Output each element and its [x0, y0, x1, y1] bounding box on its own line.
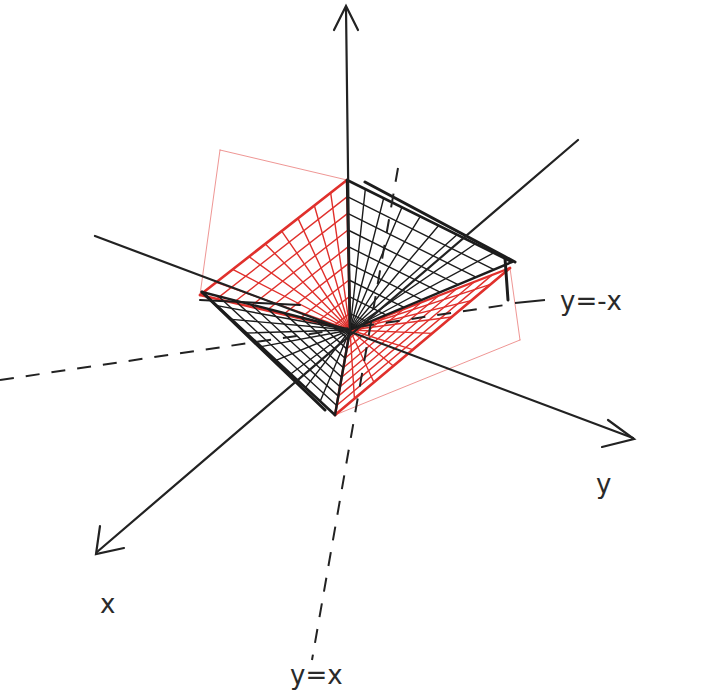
hatch-line	[220, 150, 347, 180]
hatch-line	[349, 280, 404, 307]
hatch-line	[347, 180, 512, 262]
hatch-line	[350, 235, 457, 330]
hatch-line	[291, 330, 350, 374]
axis-label: x	[100, 590, 115, 619]
axis-label: y=-x	[560, 287, 622, 316]
hatch-line	[505, 258, 508, 300]
axis-label: y=x	[290, 661, 343, 690]
hatch-line	[350, 253, 494, 330]
dashed-line	[312, 168, 398, 660]
z-axis	[346, 8, 350, 330]
hatch-line	[200, 150, 220, 295]
hatch-line	[350, 262, 512, 330]
surface-hatching	[200, 150, 520, 415]
hatch-line	[202, 292, 335, 415]
hatch-line	[200, 300, 300, 305]
hatch-line	[250, 230, 348, 307]
hatch-line	[217, 197, 348, 299]
hatch-line	[233, 213, 347, 302]
hatch-line	[350, 330, 354, 399]
axes	[95, 6, 634, 554]
hatch-line	[510, 268, 520, 340]
hatch-line	[365, 182, 515, 262]
hatch-line	[335, 268, 510, 415]
hatch-line	[347, 197, 494, 270]
arrowhead	[334, 6, 358, 30]
hatch-line	[350, 244, 475, 330]
arrowhead	[96, 526, 124, 554]
hatch-line	[349, 263, 422, 299]
y-axis	[95, 236, 633, 438]
hatch-line	[349, 297, 386, 315]
dashed-lines	[0, 168, 545, 660]
hatch-line	[350, 330, 432, 333]
hatch-line	[350, 216, 420, 330]
axis-label: y	[596, 470, 611, 499]
hatch-line	[200, 180, 347, 295]
x-axis	[97, 140, 578, 552]
hatch-line	[338, 282, 474, 396]
hatch-line	[202, 292, 325, 410]
dash-mark	[515, 300, 545, 303]
dashed-line	[0, 305, 505, 380]
hatch-line	[314, 206, 350, 330]
arrowhead	[602, 420, 634, 447]
